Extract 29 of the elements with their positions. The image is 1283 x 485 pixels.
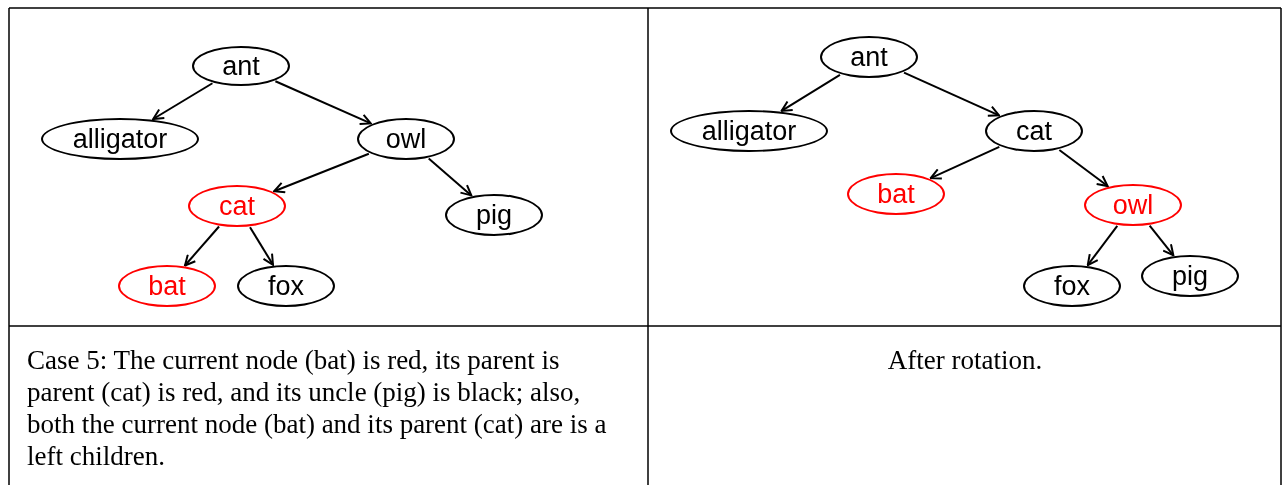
- node-label: cat: [1016, 115, 1052, 147]
- node-label: cat: [219, 190, 255, 222]
- node-label: alligator: [72, 123, 168, 155]
- arrow: [1086, 224, 1119, 267]
- node-label: bat: [877, 178, 915, 210]
- arrow: [249, 226, 274, 266]
- node-label: pig: [476, 199, 512, 231]
- node-label: ant: [850, 41, 888, 73]
- node-label: fox: [268, 270, 304, 302]
- tree-node-ellipse: [357, 118, 455, 160]
- node-label: pig: [1172, 260, 1208, 292]
- arrow: [183, 225, 221, 267]
- tree-node-ellipse: [985, 110, 1083, 152]
- arrow: [1148, 224, 1175, 257]
- arrow: [274, 80, 372, 125]
- node-label: owl: [1112, 189, 1154, 221]
- node-label: bat: [148, 270, 186, 302]
- node-label: fox: [1054, 270, 1090, 302]
- arrow: [427, 157, 473, 197]
- node-label: ant: [222, 50, 260, 82]
- node-label: owl: [385, 123, 427, 155]
- arrow: [929, 145, 1001, 180]
- tree-node-ellipse: [188, 185, 286, 227]
- caption-text: Case 5: The current node (bat) is red, its parent is parent (cat) is red, and its uncle (pig) is black; also, both the current node (bat) and its parent (cat) are is a left children.: [27, 344, 608, 472]
- node-label: alligator: [701, 115, 797, 147]
- arrow: [903, 71, 1000, 117]
- arrow: [273, 152, 370, 194]
- caption-text: After rotation.: [886, 344, 1044, 376]
- tree-node-ellipse: [847, 173, 945, 215]
